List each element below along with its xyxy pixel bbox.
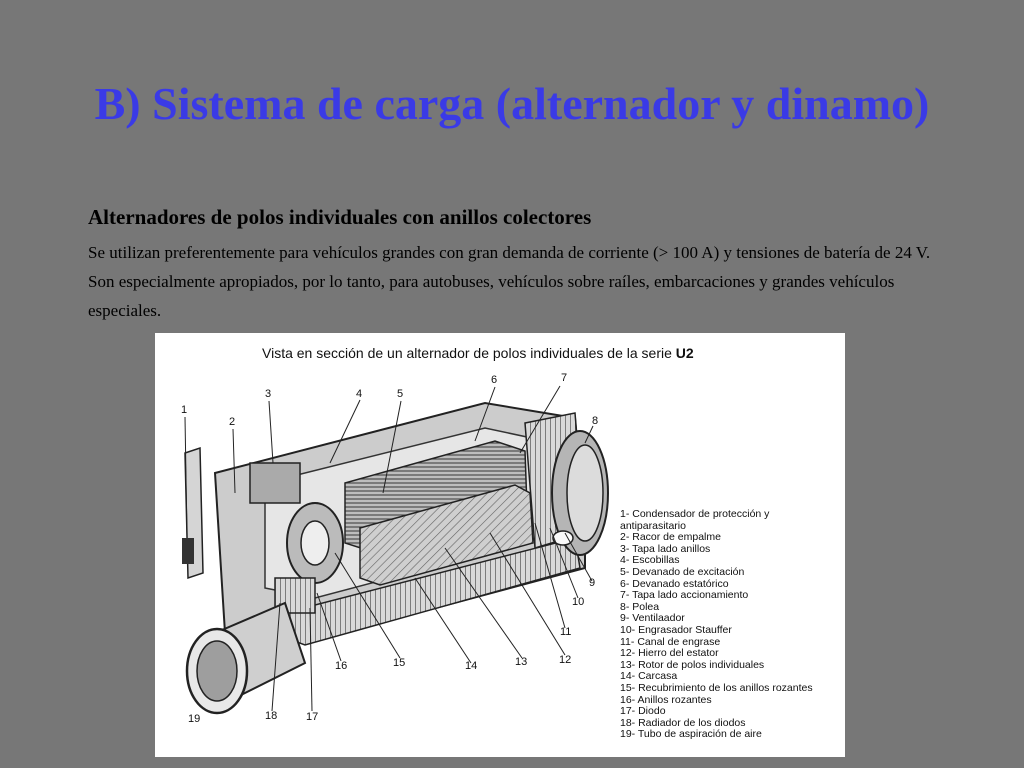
slide-subtitle: Alternadores de polos individuales con a…	[88, 205, 592, 229]
callout-1: 1	[181, 404, 187, 416]
callout-13: 13	[515, 656, 527, 668]
callout-3: 3	[265, 388, 271, 400]
legend-item: 12- Hierro del estator	[620, 647, 719, 660]
air-intake-tube	[185, 601, 307, 715]
legend-item: 1- Condensador de protección y	[620, 508, 770, 520]
callout-14: 14	[465, 660, 477, 672]
legend-item: 16- Anillos rozantes	[620, 693, 712, 706]
callout-4: 4	[356, 388, 362, 400]
legend-item: 6- Devanado estatórico	[620, 577, 729, 590]
legend-item: 14- Carcasa	[620, 670, 678, 683]
parts-legend: 1- Condensador de protección y antiparas…	[620, 508, 842, 741]
legend-item: 4- Escobillas	[620, 554, 680, 567]
callout-19: 19	[188, 713, 200, 725]
leader-lines	[184, 385, 594, 712]
legend-item: 9- Ventilaador	[620, 612, 685, 625]
callout-16: 16	[335, 660, 347, 672]
callout-7: 7	[561, 372, 567, 384]
legend-item: 8- Polea	[620, 600, 660, 613]
callout-18: 18	[265, 710, 277, 722]
callout-2: 2	[229, 416, 235, 428]
legend-item: antiparasitario	[620, 519, 686, 532]
callout-6: 6	[491, 374, 497, 386]
legend-item: 11- Canal de engrase	[620, 635, 721, 648]
callout-8: 8	[592, 415, 598, 427]
callout-11: 11	[560, 626, 571, 638]
legend-item: 5- Devanado de excitación	[620, 565, 745, 578]
figure-title-series: U2	[675, 345, 694, 361]
alternator-cutaway-drawing: 1 2 3 4 5 6 7 8 9 10 11 12 13 14 15 16 1…	[181, 372, 609, 725]
callout-numbers: 1 2 3 4 5 6 7 8 9 10 11 12 13 14 15 16 1…	[181, 372, 598, 725]
legend-item: 2- Racor de empalme	[620, 531, 721, 544]
callout-15: 15	[393, 657, 405, 669]
slide-body-text: Se utilizan preferentemente para vehícul…	[88, 243, 931, 320]
slide-title: B) Sistema de carga (alternador y dinamo…	[94, 78, 930, 129]
capacitor	[182, 446, 204, 580]
callout-9: 9	[589, 577, 595, 589]
rotor	[359, 484, 534, 586]
callout-17: 17	[306, 711, 318, 723]
legend-item: 10- Engrasador Stauffer	[620, 623, 732, 636]
alternator-figure: Vista en sección de un alternador de pol…	[155, 333, 845, 757]
legend-item: 3- Tapa lado anillos	[620, 542, 711, 555]
callout-12: 12	[559, 654, 571, 666]
drive-end-pulley	[524, 412, 609, 556]
legend-item: 15- Recubrimiento de los anillos rozante…	[620, 681, 813, 694]
callout-10: 10	[572, 596, 584, 608]
callout-5: 5	[397, 388, 403, 400]
figure-title-text: Vista en sección de un alternador de pol…	[262, 345, 672, 361]
figure-title: Vista en sección de un alternador de pol…	[262, 345, 694, 361]
legend-item: 7- Tapa lado accionamiento	[620, 589, 749, 602]
legend-item: 18- Radiador de los diodos	[620, 716, 746, 729]
legend-item: 19- Tubo de aspiración de aire	[620, 728, 762, 741]
slip-ring-end	[249, 462, 344, 614]
legend-item: 13- Rotor de polos individuales	[620, 658, 765, 671]
legend-item: 17- Diodo	[620, 705, 666, 718]
